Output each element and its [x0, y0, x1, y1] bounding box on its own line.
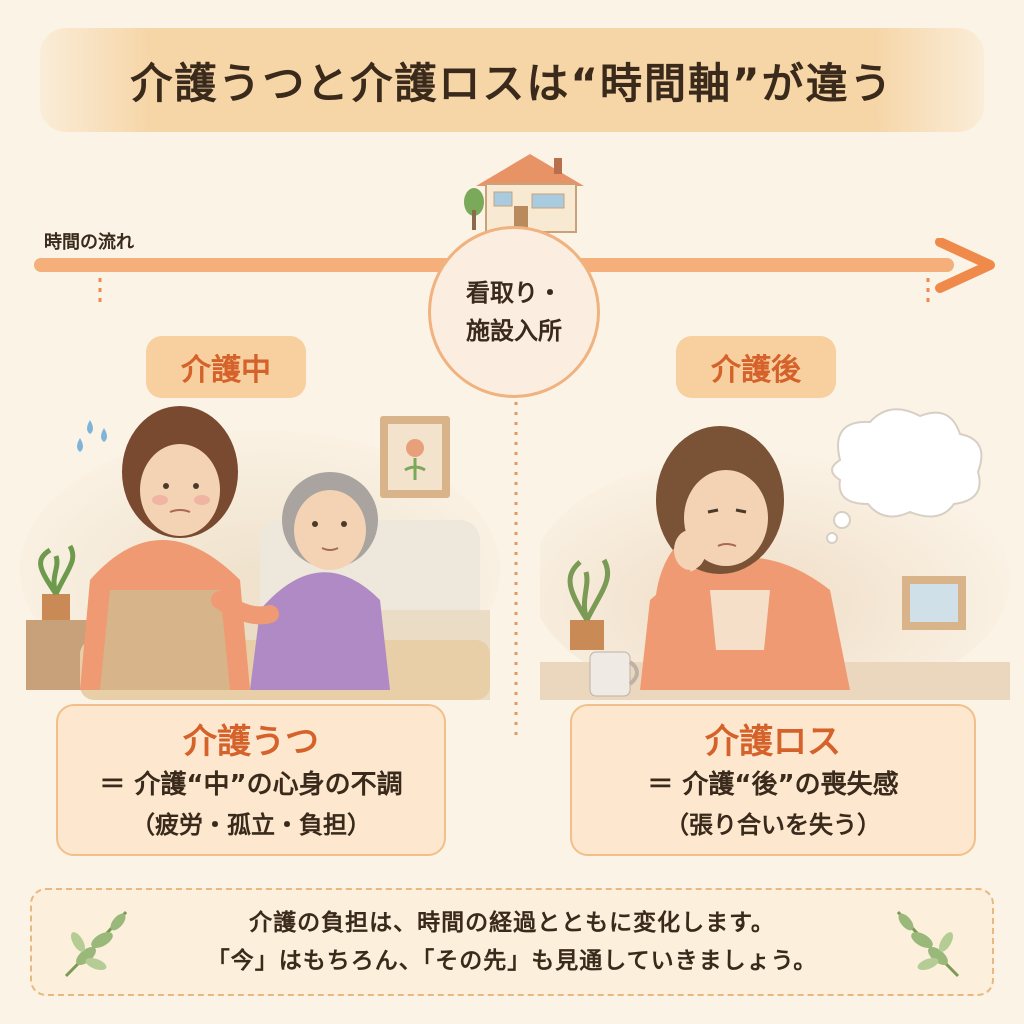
bottom-message-box: 介護の負担は、時間の経過とともに変化します。 「今」はもちろん、「その先」も見通…: [30, 888, 994, 996]
definition-care-depression: ＝ 介護“中”の心身の不調: [99, 770, 403, 800]
leaf-icon: [896, 911, 960, 978]
note-care-depression: （疲労・孤立・負担）: [131, 811, 371, 839]
definition-box-care-loss: 介護ロス ＝ 介護“後”の喪失感 （張り合いを失う）: [570, 704, 976, 856]
bottom-message-line1: 介護の負担は、時間の経過とともに変化します。: [249, 910, 775, 936]
term-care-depression: 介護うつ: [183, 722, 319, 762]
care-loss-illustration: [540, 408, 1010, 700]
definition-care-loss: ＝ 介護“後”の喪失感: [647, 770, 899, 800]
leaf-icon: [64, 911, 128, 978]
transition-label-line2: 施設入所: [466, 317, 562, 345]
title-banner: 介護うつと介護ロスは“時間軸”が違う: [40, 28, 984, 132]
sweat-drops-icon: [77, 420, 107, 452]
page-title: 介護うつと介護ロスは“時間軸”が違う: [130, 58, 894, 108]
stage-label-after: 介護後: [676, 336, 836, 398]
stage-label-during: 介護中: [146, 336, 306, 398]
note-care-loss: （張り合いを失う）: [665, 811, 881, 839]
thought-bubble-icon: [826, 408, 983, 544]
timeline-label: 時間の流れ: [44, 232, 134, 253]
caregiving-illustration: [20, 406, 500, 700]
definition-box-care-depression: 介護うつ ＝ 介護“中”の心身の不調 （疲労・孤立・負担）: [56, 704, 446, 856]
term-care-loss: 介護ロス: [705, 722, 841, 762]
transition-label-line1: 看取り・: [466, 279, 562, 307]
transition-circle: 看取り・ 施設入所: [428, 226, 600, 398]
bottom-message-line2: 「今」はもちろん、「その先」も見通していきましょう。: [206, 948, 818, 974]
center-divider: [514, 392, 518, 738]
house-icon: [464, 154, 584, 233]
